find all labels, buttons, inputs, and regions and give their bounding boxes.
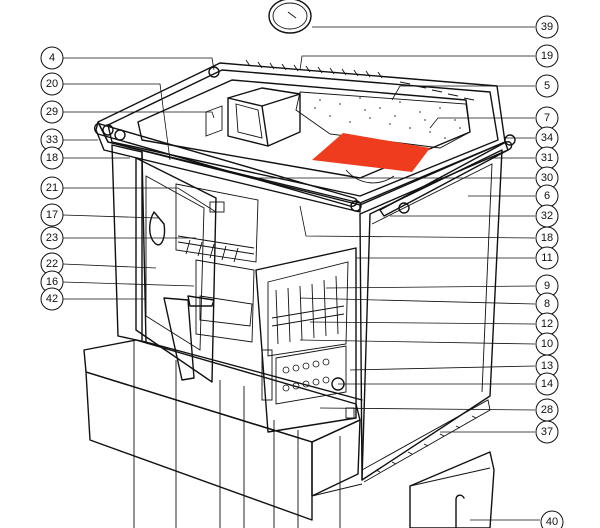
svg-text:8: 8 [544, 298, 550, 310]
callout-21: 21 [40, 176, 64, 200]
callout-11: 11 [535, 246, 559, 270]
thermometer-gauge [268, 0, 312, 34]
bracket-29 [205, 105, 223, 137]
callout-6: 6 [535, 184, 559, 208]
callout-10: 10 [535, 332, 559, 356]
callout-37: 37 [535, 420, 559, 444]
callout-34: 34 [535, 126, 559, 150]
svg-text:23: 23 [46, 232, 58, 244]
svg-text:31: 31 [541, 152, 553, 164]
callout-40: 40 [540, 510, 564, 528]
left-oven-door [135, 157, 217, 383]
callout-42: 42 [40, 287, 64, 311]
svg-text:6: 6 [544, 190, 550, 202]
fire-door [255, 247, 357, 433]
callout-7: 7 [535, 106, 559, 130]
svg-text:18: 18 [541, 232, 553, 244]
svg-text:34: 34 [541, 132, 553, 144]
callout-31: 31 [535, 146, 559, 170]
callout-18-left: 18 [40, 146, 64, 170]
svg-text:5: 5 [544, 80, 550, 92]
svg-text:37: 37 [541, 426, 553, 438]
svg-text:40: 40 [546, 516, 558, 528]
svg-text:32: 32 [541, 210, 553, 222]
svg-text:28: 28 [541, 404, 553, 416]
callout-19: 19 [535, 44, 559, 68]
highlighted-plate [312, 133, 430, 172]
callout-4: 4 [40, 46, 64, 70]
svg-text:42: 42 [46, 293, 58, 305]
svg-text:33: 33 [46, 134, 58, 146]
svg-text:9: 9 [544, 280, 550, 292]
callout-39: 39 [535, 15, 559, 39]
callout-28: 28 [535, 398, 559, 422]
callout-13: 13 [535, 354, 559, 378]
svg-text:10: 10 [541, 338, 553, 350]
stove-body [111, 144, 503, 483]
callout-29: 29 [40, 100, 64, 124]
svg-text:11: 11 [541, 252, 552, 264]
svg-text:17: 17 [46, 209, 58, 221]
svg-text:16: 16 [46, 276, 58, 288]
stove-drawing [83, 0, 516, 528]
loose-panel [409, 451, 495, 528]
svg-text:4: 4 [49, 52, 55, 64]
callout-23: 23 [40, 226, 64, 250]
svg-text:14: 14 [541, 378, 553, 390]
hotplate [245, 59, 475, 184]
svg-text:19: 19 [541, 50, 553, 62]
svg-text:29: 29 [46, 106, 58, 118]
callout-5: 5 [535, 74, 559, 98]
oven-interior [175, 183, 259, 343]
callout-14: 14 [535, 372, 559, 396]
handle-rail [93, 66, 516, 217]
svg-text:13: 13 [541, 360, 553, 372]
callout-20: 20 [40, 72, 64, 96]
leader-lines [62, 26, 540, 521]
svg-text:22: 22 [46, 258, 58, 270]
svg-text:30: 30 [541, 172, 553, 184]
callout-12: 12 [535, 312, 559, 336]
callout-32: 32 [535, 204, 559, 228]
flue-box [227, 87, 301, 147]
svg-text:18: 18 [46, 152, 58, 164]
ash-drawer [83, 339, 363, 521]
svg-text:7: 7 [544, 112, 550, 124]
callout-8: 8 [535, 292, 559, 316]
svg-text:39: 39 [541, 21, 553, 33]
svg-text:21: 21 [46, 182, 58, 194]
callout-18-right: 18 [535, 226, 559, 250]
callout-17: 17 [40, 203, 64, 227]
svg-text:20: 20 [46, 78, 58, 90]
svg-text:12: 12 [541, 318, 553, 330]
callout-22: 22 [40, 252, 64, 276]
